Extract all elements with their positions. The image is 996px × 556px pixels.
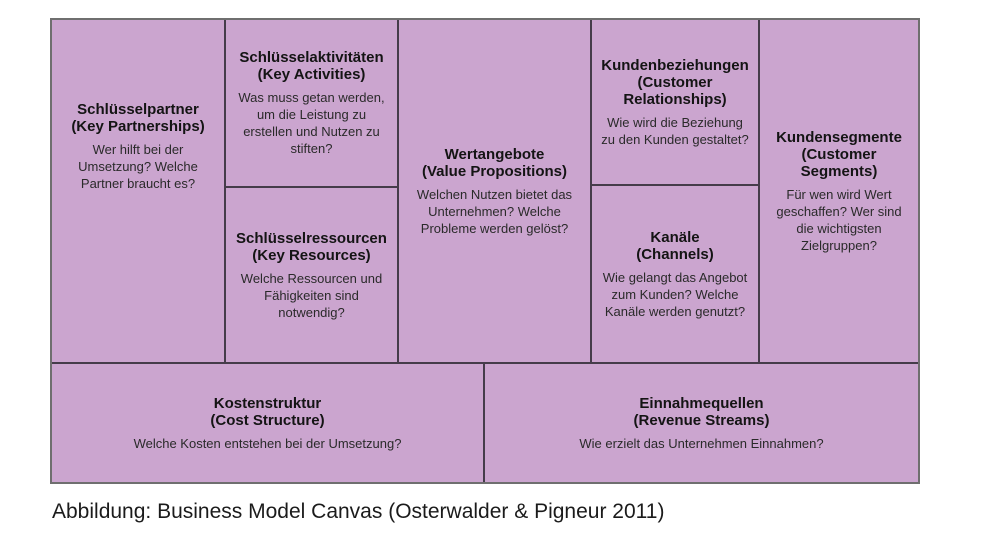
cell-subtitle: (Key Partnerships) xyxy=(71,117,205,135)
column-relationships-channels: Kundenbeziehungen (Customer Relationship… xyxy=(592,20,760,362)
cell-title: Schlüsselaktivitäten xyxy=(239,49,384,66)
cell-title: Kanäle xyxy=(650,228,700,246)
cell-subtitle: (Cost Structure) xyxy=(210,411,325,429)
cell-key-activities: Schlüsselaktivitäten (Key Activities) Wa… xyxy=(226,20,397,188)
cell-body: Welchen Nutzen bietet das Unternehmen? W… xyxy=(416,186,573,236)
cell-subtitle: (Revenue Streams) xyxy=(633,411,770,429)
business-model-canvas: Schlüsselpartner (Key Partnerships) Wer … xyxy=(50,18,920,484)
cell-revenue-streams: Einnahmequellen (Revenue Streams) Wie er… xyxy=(485,364,918,482)
cell-subtitle: (Customer Segments) xyxy=(800,145,878,180)
cell-body: Wie erzielt das Unternehmen Einnahmen? xyxy=(579,435,824,451)
cell-title: Wertangebote xyxy=(444,145,545,163)
cell-subtitle: (Customer Relationships) xyxy=(623,73,727,108)
column-key-partnerships: Schlüsselpartner (Key Partnerships) Wer … xyxy=(52,20,226,362)
cell-subtitle: (Key Resources) xyxy=(252,246,371,264)
cell-body: Welche Kosten entstehen bei der Umsetzun… xyxy=(133,435,402,451)
column-key-activities-resources: Schlüsselaktivitäten (Key Activities) Wa… xyxy=(226,20,399,362)
cell-body: Für wen wird Wert geschaffen? Wer sind d… xyxy=(776,186,902,253)
cell-customer-segments: Kundensegmente (Customer Segments) Für w… xyxy=(760,20,918,362)
cell-body: Wie gelangt das Angebot zum Kunden? Welc… xyxy=(602,269,748,319)
cell-subtitle: (Channels) xyxy=(636,245,714,263)
cell-title: Schlüsselpartner xyxy=(77,100,199,118)
cell-subtitle: (Key Activities) xyxy=(257,66,366,83)
column-customer-segments: Kundensegmente (Customer Segments) Für w… xyxy=(760,20,918,362)
cell-key-partnerships: Schlüsselpartner (Key Partnerships) Wer … xyxy=(52,20,224,362)
cell-body: Wie wird die Beziehung zu den Kunden ges… xyxy=(601,114,749,147)
cell-title: Kundensegmente xyxy=(776,128,902,146)
cell-body: Wer hilft bei der Umsetzung? Welche Part… xyxy=(78,141,198,191)
cell-value-propositions: Wertangebote (Value Propositions) Welche… xyxy=(399,20,590,362)
cell-channels: Kanäle (Channels) Wie gelangt das Angebo… xyxy=(592,186,758,362)
figure-caption: Abbildung: Business Model Canvas (Osterw… xyxy=(52,500,665,523)
cell-title: Kundenbeziehungen xyxy=(601,56,749,74)
cell-body: Was muss getan werden, um die Leistung z… xyxy=(238,90,385,156)
cell-title: Schlüsselressourcen xyxy=(236,229,387,247)
canvas-top-section: Schlüsselpartner (Key Partnerships) Wer … xyxy=(52,20,918,364)
cell-customer-relationships: Kundenbeziehungen (Customer Relationship… xyxy=(592,20,758,186)
cell-key-resources: Schlüsselressourcen (Key Resources) Welc… xyxy=(226,188,397,362)
cell-subtitle: (Value Propositions) xyxy=(421,162,568,180)
cell-title: Kostenstruktur xyxy=(213,394,322,412)
column-value-propositions: Wertangebote (Value Propositions) Welche… xyxy=(399,20,592,362)
cell-title: Einnahmequellen xyxy=(639,394,764,412)
canvas-bottom-section: Kostenstruktur (Cost Structure) Welche K… xyxy=(52,364,918,482)
cell-body: Welche Ressourcen und Fähigkeiten sind n… xyxy=(240,270,383,320)
cell-cost-structure: Kostenstruktur (Cost Structure) Welche K… xyxy=(52,364,485,482)
